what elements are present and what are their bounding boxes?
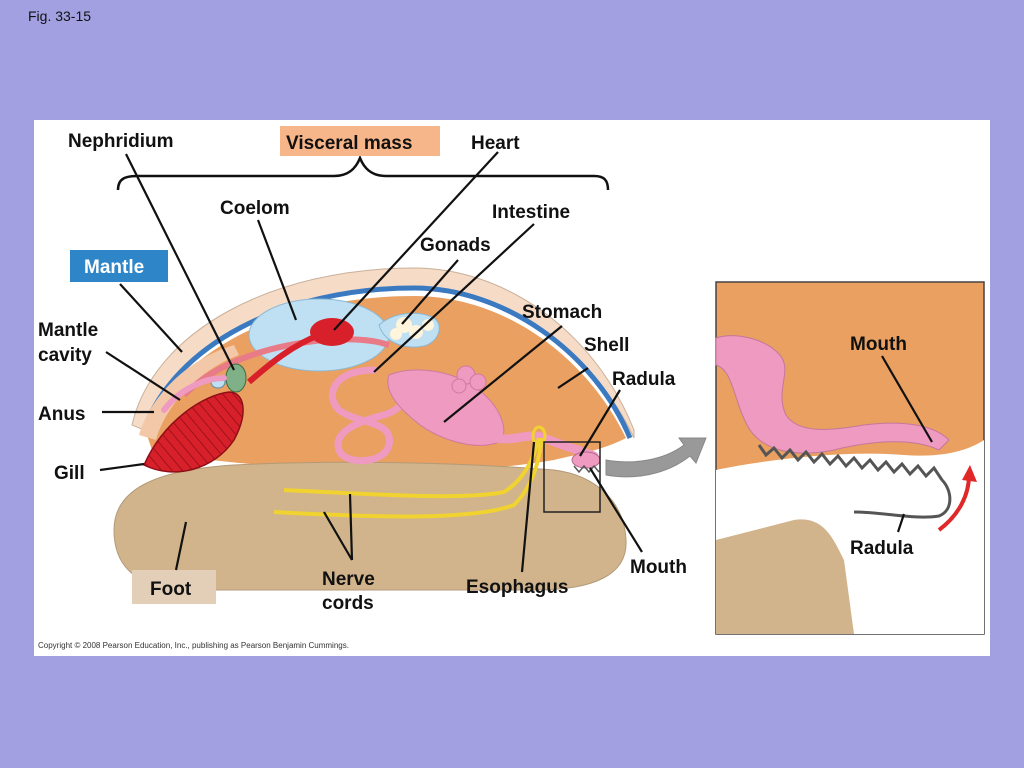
radula-teeth-small xyxy=(573,464,600,474)
label-nephridium: Nephridium xyxy=(68,131,174,152)
label-stomach: Stomach xyxy=(522,302,602,323)
mantle-cavity-region xyxy=(139,345,239,440)
label-gill: Gill xyxy=(54,463,85,484)
label-nerve-cords-2: cords xyxy=(322,593,374,614)
foot-box xyxy=(132,570,216,604)
label-intestine: Intestine xyxy=(492,202,570,223)
label-coelom: Coelom xyxy=(220,198,290,219)
mantle-box xyxy=(70,250,168,282)
nephridium xyxy=(225,363,247,393)
visceral-mass-box xyxy=(280,126,440,156)
intestine xyxy=(328,366,411,465)
gill xyxy=(143,391,244,473)
zoom-box xyxy=(543,441,601,513)
aorta-vessel xyxy=(181,336,390,398)
heart-vessel xyxy=(247,332,321,385)
inset-radula-teeth xyxy=(757,444,952,519)
label-heart: Heart xyxy=(471,133,520,154)
label-mantle: Mantle xyxy=(84,257,144,278)
mollusc-body-plan-diagram: Nephridium Visceral mass Heart Coelom In… xyxy=(38,126,985,650)
nerve-cord-lower xyxy=(273,437,544,519)
label-mouth: Mouth xyxy=(630,557,687,578)
visceral-mass-brace xyxy=(116,154,610,191)
inset-mouth-tissue xyxy=(715,335,950,454)
nerve-cord-upper xyxy=(283,437,541,499)
mouth-region xyxy=(571,451,601,469)
inset-panel xyxy=(715,281,985,635)
label-radula: Radula xyxy=(612,369,676,390)
label-mantle-cavity-1: Mantle xyxy=(38,320,98,341)
zoom-arrow xyxy=(605,437,707,478)
label-shell: Shell xyxy=(584,335,629,356)
copyright-text: Copyright © 2008 Pearson Education, Inc.… xyxy=(38,641,349,650)
label-visceral-mass: Visceral mass xyxy=(286,133,412,154)
label-inset-mouth: Mouth xyxy=(850,334,907,355)
anus-tube xyxy=(161,375,227,413)
diagram-panel: Nephridium Visceral mass Heart Coelom In… xyxy=(34,120,990,656)
mantle-layer xyxy=(141,285,633,439)
label-foot: Foot xyxy=(150,579,192,600)
label-anus: Anus xyxy=(38,404,86,425)
label-inset-radula: Radula xyxy=(850,538,914,559)
label-mantle-cavity-2: cavity xyxy=(38,345,92,366)
label-gonads: Gonads xyxy=(420,235,491,256)
figure-label: Fig. 33-15 xyxy=(28,8,92,24)
heart xyxy=(310,318,354,346)
label-nerve-cords-1: Nerve xyxy=(322,569,375,590)
label-esophagus: Esophagus xyxy=(466,577,568,598)
